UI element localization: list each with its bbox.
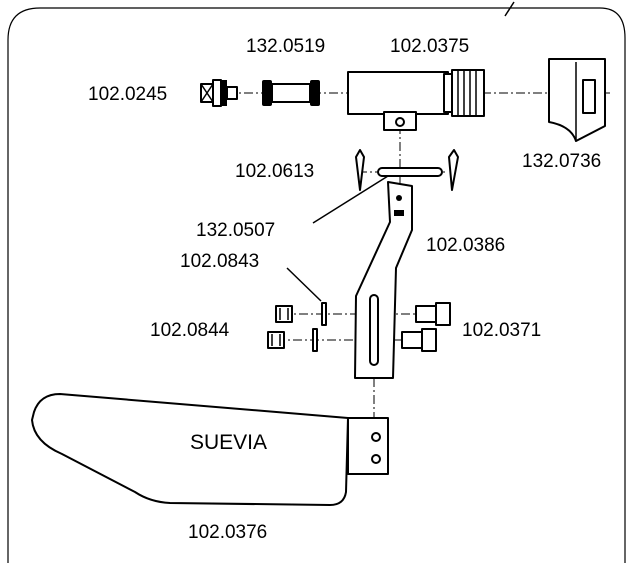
- diagram-frame: [7, 7, 626, 563]
- label-102-0376: 102.0376: [188, 522, 267, 543]
- part-102-0844-upper-nut: [275, 305, 293, 323]
- part-132-0736: [548, 58, 606, 142]
- part-102-0843-upper-washer: [321, 302, 327, 326]
- part-102-0613: [355, 149, 459, 191]
- label-102-0843: 102.0843: [180, 251, 259, 272]
- part-102-0371-lower-bolt: [401, 328, 437, 352]
- part-102-0371-upper-bolt: [415, 302, 451, 326]
- leader-102-0843: [286, 267, 322, 302]
- label-102-0245: 102.0245: [88, 84, 167, 105]
- part-102-0843-lower-washer: [312, 328, 318, 352]
- part-102-0376-plate: SUEVIA: [31, 393, 389, 506]
- label-102-0375: 102.0375: [390, 36, 469, 57]
- part-102-0245: [200, 79, 238, 107]
- part-102-0386: [354, 181, 413, 379]
- label-102-0386: 102.0386: [426, 235, 505, 256]
- label-132-0507: 132.0507: [196, 220, 275, 241]
- label-102-0371: 102.0371: [462, 320, 541, 341]
- plate-brand-text: SUEVIA: [190, 431, 267, 454]
- part-132-0519: [262, 80, 320, 106]
- label-102-0613: 102.0613: [235, 161, 314, 182]
- label-102-0844: 102.0844: [150, 320, 230, 341]
- label-132-0736: 132.0736: [522, 151, 601, 172]
- part-102-0844-lower-nut: [267, 331, 285, 349]
- part-102-0375: [347, 69, 485, 131]
- frame-tick: [504, 1, 515, 17]
- part-132-0507: [377, 167, 443, 177]
- label-132-0519: 132.0519: [246, 36, 325, 57]
- leader-132-0507: [312, 175, 389, 224]
